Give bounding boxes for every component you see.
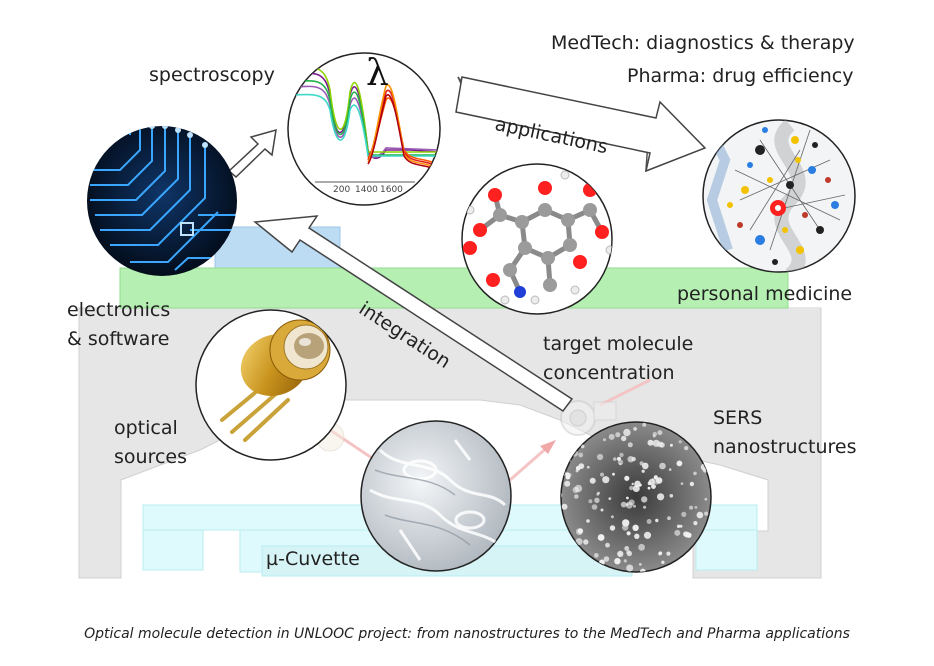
optical-sources-label-line1: optical: [114, 417, 178, 439]
detector-ghost: [560, 400, 617, 436]
green-medicine-band: [119, 267, 789, 309]
spectroscopy-chart-image: λ 200 1400 1600: [287, 52, 441, 206]
applications-arrow: [455, 76, 707, 173]
lambda-symbol: λ: [366, 53, 389, 94]
electronics-label-line1: electronics: [67, 299, 171, 321]
optical-sources-label: optical sources: [114, 414, 187, 472]
spectrum-tick-label: 1400: [355, 185, 378, 195]
electronics-circuit-image: [87, 126, 237, 276]
personal-medicine-label: personal medicine: [677, 283, 853, 305]
integration-arrow: [253, 215, 574, 413]
sers-label: SERS nanostructures: [713, 404, 856, 462]
target-molecule-label: target molecule concentration: [543, 330, 693, 388]
target-molecule-label-line1: target molecule: [543, 333, 694, 355]
sers-label-line2: nanostructures: [713, 436, 857, 458]
figure-caption: Optical molecule detection in UNLOOC pro…: [84, 626, 850, 642]
electronics-label: electronics & software: [67, 296, 170, 354]
beam-arrowhead: [540, 440, 556, 454]
cuvette-label: µ-Cuvette: [266, 548, 360, 570]
laser-diode-image: [195, 309, 347, 461]
spectrum-tick-label: 200: [333, 185, 350, 195]
electronics-label-line2: & software: [67, 328, 170, 350]
medtech-label: MedTech: diagnostics & therapy: [551, 32, 855, 54]
molecule-model-image: [461, 163, 613, 315]
cuvette-image: [360, 420, 512, 572]
spectroscopy-label: spectroscopy: [149, 64, 275, 86]
spectroscopy-arrow: [227, 128, 277, 179]
sers-label-line1: SERS: [713, 407, 763, 429]
spectrum-tick-label: 1600: [380, 185, 403, 195]
optical-sources-label-line2: sources: [114, 446, 187, 468]
pharma-label: Pharma: drug efficiency: [627, 65, 854, 87]
target-molecule-label-line2: concentration: [543, 362, 675, 384]
personal-medicine-network-image: [702, 119, 856, 273]
